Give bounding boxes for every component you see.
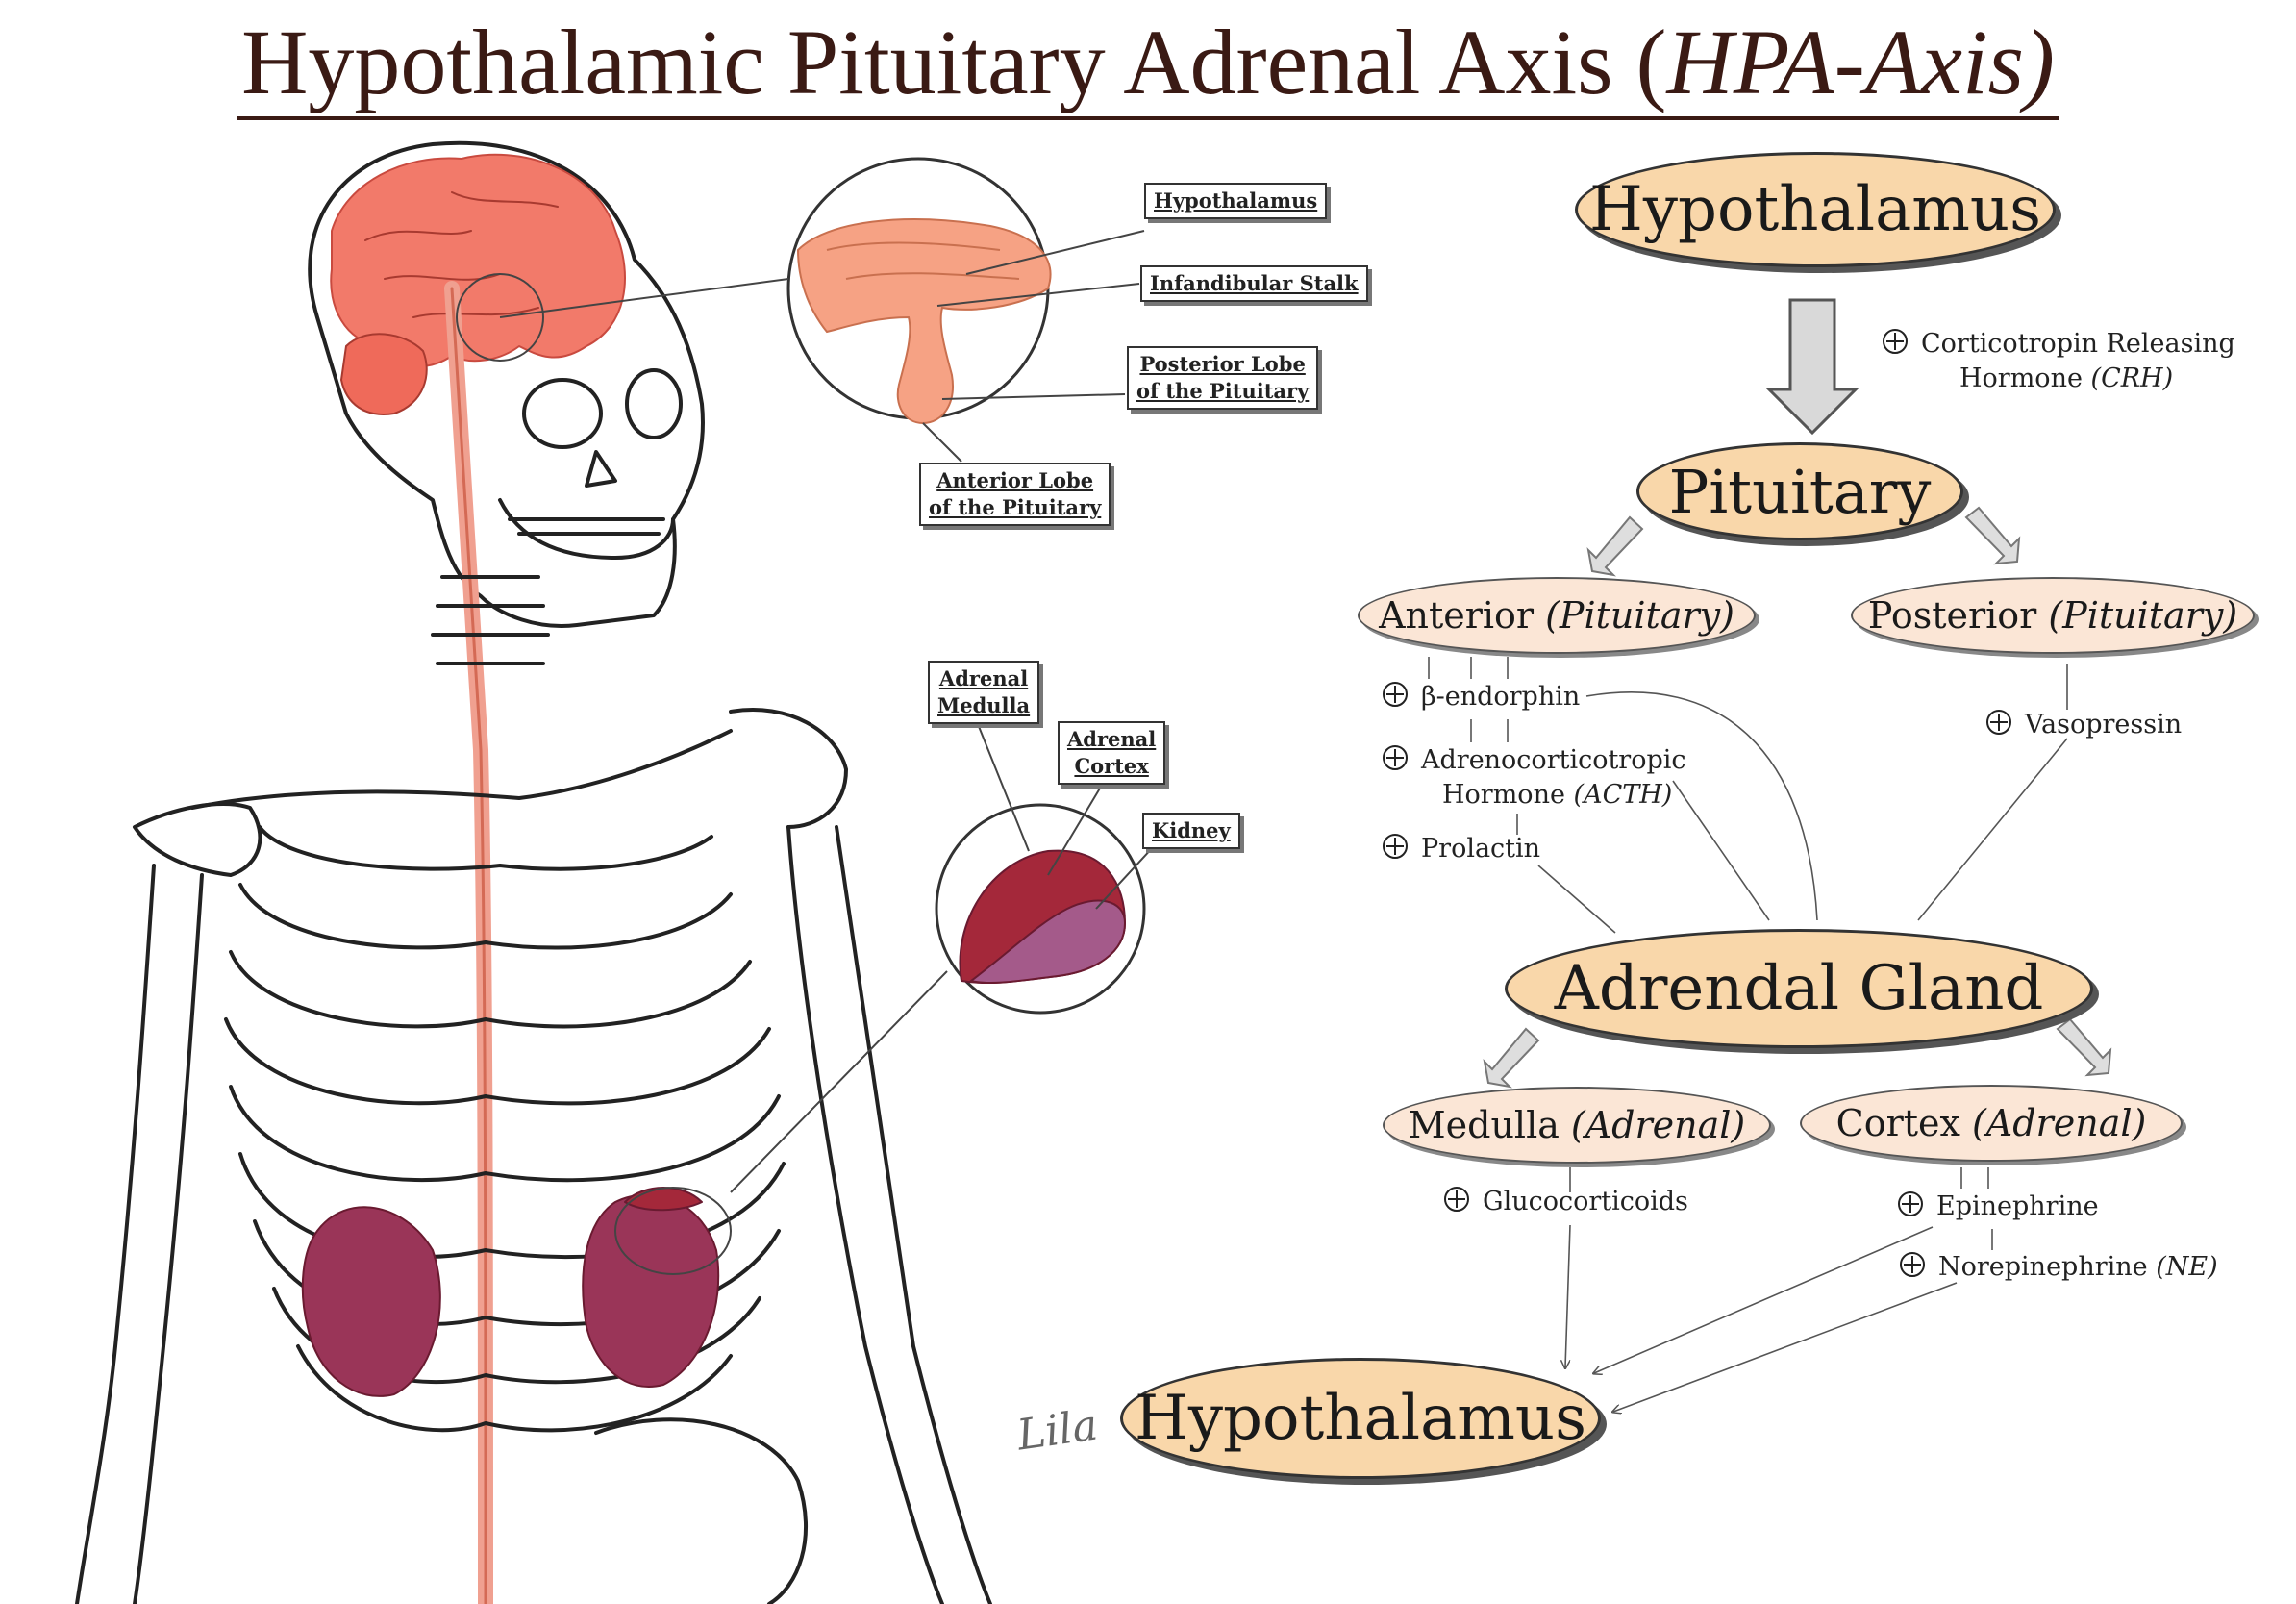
node-posterior-qualifier: (Pituitary) (2048, 594, 2238, 637)
node-hypothalamus-bottom: Hypothalamus (1120, 1358, 1601, 1479)
node-hypothalamus-top-label: Hypothalamus (1589, 174, 2041, 245)
flow-arrows (1483, 506, 2112, 1089)
node-hypothalamus-top: Hypothalamus (1575, 152, 2056, 267)
hormone-norepinephrine-label: Norepinephrine (1938, 1252, 2148, 1282)
node-hypothalamus-bottom-label: Hypothalamus (1135, 1383, 1586, 1454)
label-kidney-text: Kidney (1152, 818, 1231, 842)
stimulates-icon (1898, 1191, 1923, 1216)
label-adrenal-medulla-line1: Adrenal (938, 666, 1029, 690)
hormone-beta-endorphin: β-endorphin (1383, 680, 1580, 714)
hormone-acth-line1: Adrenocorticotropic (1421, 745, 1686, 775)
hormone-acth: Adrenocorticotropic Hormone (ACTH) (1383, 743, 1686, 813)
stimulates-icon (1900, 1252, 1925, 1277)
node-medulla-qualifier: (Adrenal) (1570, 1104, 1746, 1146)
stimulates-icon (1444, 1187, 1469, 1212)
hormone-acth-line2: Hormone (1442, 780, 1565, 810)
hormone-glucocorticoids: Glucocorticoids (1444, 1185, 1688, 1219)
node-cortex-qualifier: (Adrenal) (1971, 1102, 2147, 1144)
crh-arrow (1765, 298, 1859, 436)
node-posterior-name: Posterior (1867, 594, 2037, 637)
right-kidney (582, 1193, 720, 1388)
left-kidney (301, 1206, 441, 1397)
stimulates-icon (1383, 745, 1408, 770)
node-medulla-name: Medulla (1408, 1104, 1560, 1146)
hormone-epinephrine-label: Epinephrine (1936, 1191, 2099, 1221)
label-hypothalamus-text: Hypothalamus (1154, 188, 1318, 213)
hormone-acth-abbr: (ACTH) (1573, 780, 1673, 810)
left-arm (75, 864, 204, 1604)
label-adrenal-medulla-line2: Medulla (937, 693, 1031, 717)
label-adrenal-cortex-line1: Adrenal (1067, 727, 1157, 751)
label-adrenal-cortex-line2: Cortex (1074, 754, 1149, 778)
node-adrenal-gland: Adrendal Gland (1505, 929, 2093, 1048)
hormone-prolactin: Prolactin (1383, 832, 1540, 866)
cerebellum (340, 333, 428, 415)
hormone-norepinephrine: Norepinephrine (NE) (1900, 1250, 2218, 1285)
hormone-vasopressin: Vasopressin (1986, 708, 2182, 742)
label-infundibular-stalk: Infandibular Stalk (1140, 265, 1368, 302)
clavicle (190, 729, 733, 810)
stimulates-icon (1383, 834, 1408, 859)
skeleton-illustration (75, 140, 992, 1604)
hormone-norepinephrine-abbr: (NE) (2156, 1252, 2218, 1282)
hormone-crh-abbr: (CRH) (2090, 363, 2174, 393)
node-cortex-adrenal: Cortex (Adrenal) (1800, 1085, 2183, 1162)
stimulates-icon (1986, 710, 2011, 735)
hormone-prolactin-label: Prolactin (1421, 834, 1541, 864)
hormone-epinephrine: Epinephrine (1898, 1190, 2099, 1224)
hormone-crh-line2: Hormone (1959, 363, 2083, 393)
hormone-crh-line1: Corticotropin Releasing (1921, 329, 2235, 359)
label-anterior-lobe: Anterior Lobe of the Pituitary (919, 463, 1111, 526)
label-adrenal-medulla: Adrenal Medulla (928, 661, 1040, 724)
label-hypothalamus: Hypothalamus (1144, 183, 1328, 219)
node-anterior-pituitary: Anterior (Pituitary) (1358, 577, 1756, 654)
label-posterior-lobe-line2: of the Pituitary (1136, 379, 1310, 403)
adrenal-zoom (614, 803, 1146, 1275)
hormone-vasopressin-label: Vasopressin (2025, 710, 2183, 739)
connector-lines (1428, 657, 2068, 1412)
hormone-glucocorticoids-label: Glucocorticoids (1483, 1187, 1688, 1216)
pituitary-zoom (456, 157, 1052, 425)
head-outline (308, 140, 705, 628)
node-pituitary-label: Pituitary (1668, 456, 1932, 527)
node-cortex-name: Cortex (1835, 1102, 1960, 1144)
label-anterior-lobe-line1: Anterior Lobe (936, 468, 1094, 492)
node-medulla-adrenal: Medulla (Adrenal) (1383, 1087, 1771, 1164)
label-anterior-lobe-line2: of the Pituitary (929, 495, 1102, 519)
node-anterior-qualifier: (Pituitary) (1545, 594, 1734, 637)
label-adrenal-cortex: Adrenal Cortex (1058, 721, 1166, 785)
node-posterior-pituitary: Posterior (Pituitary) (1851, 577, 2255, 654)
page-title: Hypothalamic Pituitary Adrenal Axis (HPA… (0, 0, 2296, 125)
adrenal-leader-lines (975, 718, 1155, 910)
label-posterior-lobe-line1: Posterior Lobe (1139, 352, 1306, 376)
right-arm (786, 825, 992, 1604)
label-posterior-lobe: Posterior Lobe of the Pituitary (1127, 346, 1319, 410)
node-adrenal-gland-label: Adrendal Gland (1554, 953, 2044, 1024)
hormone-beta-endorphin-label: β-endorphin (1421, 682, 1581, 712)
node-anterior-name: Anterior (1379, 594, 1535, 637)
title-main: Hypothalamic Pituitary Adrenal Axis ( (241, 11, 1667, 113)
hormone-crh: Corticotropin Releasing Hormone (CRH) (1883, 327, 2235, 396)
title-italic: HPA-Axis) (1666, 11, 2055, 113)
pituitary-leader-lines (922, 230, 1145, 463)
stimulates-icon (1383, 682, 1408, 707)
stimulates-icon (1883, 329, 1908, 354)
node-pituitary: Pituitary (1636, 442, 1963, 540)
label-infundibular-stalk-text: Infandibular Stalk (1150, 271, 1359, 295)
label-kidney: Kidney (1142, 813, 1240, 849)
